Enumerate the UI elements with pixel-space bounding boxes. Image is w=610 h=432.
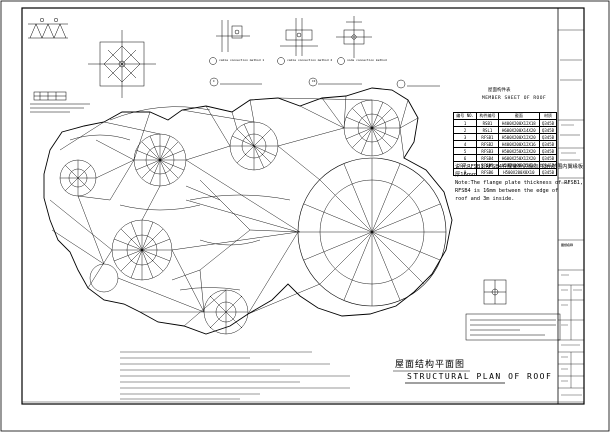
drawing-title-cn: 屋面结构平面图 xyxy=(395,360,466,370)
node-connection-detail xyxy=(336,16,372,58)
note-en-line1: Note:The flange plate thickness of RFSB1… xyxy=(455,180,584,186)
node-plate-detail xyxy=(88,30,156,98)
col-material: 材质 xyxy=(539,112,557,120)
col-section: 截面 xyxy=(497,112,541,120)
cable-connection-2-detail xyxy=(280,18,318,56)
cable-connection-1-caption: cable connection method 1 xyxy=(219,58,265,62)
truss-profile-detail xyxy=(28,17,68,39)
title-block xyxy=(558,29,584,389)
roof-structure xyxy=(49,95,447,335)
drawing-title-en: STRUCTURAL PLAN OF ROOF xyxy=(407,372,553,381)
roof-outline xyxy=(43,87,453,335)
col-member: 构件编号 xyxy=(476,112,499,120)
plate-detail xyxy=(483,279,507,305)
section-sketch xyxy=(30,91,90,113)
member-table-subtitle: MEMBER SHEET OF ROOF xyxy=(482,96,547,101)
col-no: 编号 NO. xyxy=(452,112,478,120)
detail-callouts xyxy=(209,57,440,89)
note-cn-line1: 说明:RFSB1,RFSB4在屋面外边缘向内3m范围内翼缘板 xyxy=(455,164,584,170)
inner-frame xyxy=(21,7,585,405)
callout-II-label: II xyxy=(312,79,316,83)
member-table-header: 编号 NO. 构件编号 截面 材质 xyxy=(452,112,557,120)
node-connection-caption: node connection method xyxy=(347,58,387,62)
legend-box xyxy=(465,313,561,341)
side-panel-label: 图纸名称 xyxy=(561,243,574,247)
general-notes xyxy=(120,351,350,400)
cable-connection-1-detail xyxy=(216,20,250,52)
note-en-line2: RFSB4 is 16mm between the edge of xyxy=(455,188,559,194)
member-table-title: 屋面构件表 xyxy=(488,88,511,93)
flange-note: 说明:RFSB1,RFSB4在屋面外边缘向内3m范围内翼缘板 厚16mm. No… xyxy=(455,163,583,203)
callout-I-label: I xyxy=(213,79,215,83)
note-en-line3: roof and 3m inside. xyxy=(455,196,515,202)
note-cn-line2: 厚16mm. xyxy=(455,172,479,178)
cable-connection-2-caption: cable connection method 2 xyxy=(287,58,333,62)
